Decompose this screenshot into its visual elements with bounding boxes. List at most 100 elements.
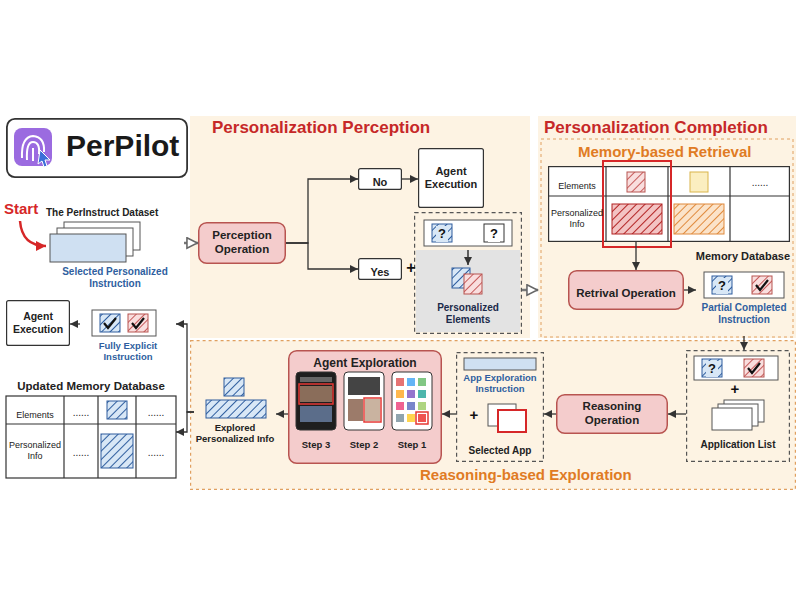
instruction-caption: Partial Completed Instruction [696,302,792,326]
dashed-group-shape [687,351,790,462]
stage-title: Personalization Perception [212,118,430,138]
logo-icon [32,148,34,161]
operation-box: Retrival Operation [568,270,684,310]
memory-table: ElementsPersonalized Info...... [548,166,790,242]
unknown-mark: ? [706,361,718,377]
table-cell: ...... [148,447,165,459]
text-slot: ...... [136,402,176,420]
text-slot: Step 1 [389,434,435,452]
personalized-elements-figure [424,220,512,246]
unknown-mark: ? [716,278,728,294]
operation-box: Reasoning Operation [556,394,668,434]
personalized-elements-figure [467,250,469,265]
phone-screenshots [396,414,404,422]
personalized-elements-figure [432,224,452,242]
logo-box-shape [7,119,187,177]
text-slot: ...... [64,402,98,420]
label-slot: + [466,406,482,424]
memory-table-grid [729,166,730,242]
table-cell: Elements [16,410,54,421]
selected-app-figure [464,358,536,432]
phone-screenshots [364,398,381,422]
text-slot: App Exploration Instruction [456,372,544,396]
box-label: No [373,176,388,189]
phone-screenshots [407,402,415,410]
hollow-arrow [184,242,198,245]
plus-sign: + [470,406,479,424]
text-slot: Personalized Info [6,440,64,463]
application-list-figure [744,359,764,377]
text-slot: ...... [64,442,98,460]
selected-app-figure [498,410,526,432]
explicit-instruction-bar [92,310,156,336]
text-slot: ...... [732,172,788,190]
updated-table-grid [97,396,98,478]
flow-arrow [402,178,418,179]
application-list-figure [694,356,778,380]
box-label: Agent Exploration [313,356,416,370]
logo-text: PerPilot [66,128,179,164]
phone-screenshots [418,378,426,386]
box-label: Personalized Elements [416,302,520,326]
label-slot: ? [432,224,452,242]
stage-panel-shape [190,116,530,338]
logo-icon [27,142,39,160]
phone-screenshots [396,390,404,398]
phone-screenshots [407,390,415,398]
text-slot: Application List [688,434,788,452]
text-slot: Step 2 [341,434,387,452]
memory-table-shape [549,167,790,242]
dataset-name: The PerInstruct Dataset [46,207,158,219]
dataset-stack: The PerInstruct DatasetSelected Personal… [46,200,184,296]
flow-arrow [442,413,456,414]
phone-screenshots [407,378,415,386]
updated-table-grid [135,396,136,478]
exploration-box-shape [289,351,442,464]
text-slot: No [358,172,402,190]
phone-screenshots [418,402,426,410]
instruction-bar: Partial Completed Instruction [696,270,792,336]
application-list-figure [702,359,722,377]
text-slot: Selected App [456,440,544,458]
text-slot: Agent Execution [8,310,68,337]
selected-app-figure [464,358,536,370]
phone-screenshots [296,372,336,430]
text-slot: Yes [358,262,402,280]
partial-instruction-bar [704,272,784,298]
dashed-group: Application List [686,350,790,462]
text-slot: ...... [136,442,176,460]
decision-box: Yes [358,258,402,280]
phone-screenshots [396,378,404,386]
sub-stage-title: Reasoning-based Exploration [420,466,632,484]
stage-title: Personalization Completion [544,118,768,138]
step-label: Step 3 [302,439,331,450]
phone-screenshots [396,402,404,410]
text-slot: Fully Explicit Instruction [80,340,176,364]
box-label: Selected App [469,445,532,457]
action-box: Agent Execution [6,300,70,346]
flow-arrow [743,336,744,350]
dashed-group: Personalized Elements [414,212,522,334]
box-label: Application List [701,439,776,451]
plus-sign: + [406,258,415,277]
phone-screenshots [407,414,415,422]
memory-table-grid [674,204,724,234]
table-cell: Personalized Info [6,440,64,462]
application-list-figure [712,408,752,430]
start-label: Start [4,200,38,218]
memory-table-grid [603,161,671,247]
text-slot: Retrival Operation [570,283,682,301]
text-slot: Explored Personalized Info [194,422,276,446]
memory-table-grid [548,161,790,247]
updated-table-grid [101,434,133,468]
personalized-elements-figure [416,250,520,332]
decision-box: No [358,168,402,190]
text-slot: Personalized Info [548,208,606,231]
instruction-caption: Selected Personalized Instruction [46,266,184,290]
action-box-shape [7,301,70,346]
label-slot: Start [4,200,50,218]
text-slot: The PerInstruct Dataset [46,202,184,220]
explored-info-figure [224,378,244,396]
box-label: Reasoning Operation [558,400,666,428]
